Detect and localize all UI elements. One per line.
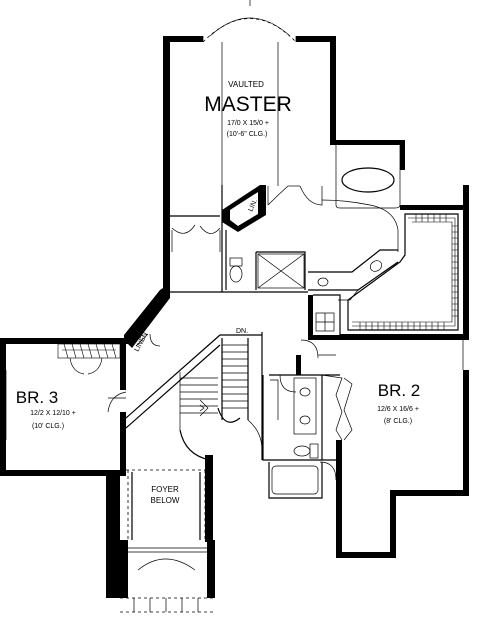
interior-walls	[170, 185, 341, 499]
foyer-label-line1: FOYER	[151, 485, 179, 494]
master-vaulted-label: VAULTED	[228, 80, 264, 89]
master-bath: LIN.	[222, 145, 401, 332]
walk-in-closet	[347, 213, 459, 331]
master-size-label: 17/0 X 15/0 +	[227, 120, 269, 127]
toilet-icon	[293, 443, 319, 459]
stair-treads	[179, 344, 248, 430]
staircase: DN.	[125, 328, 263, 461]
br3-ceiling-label: (10' CLG.)	[32, 423, 64, 430]
br2-ceiling-label: (8' CLG.)	[384, 418, 412, 425]
linen-small-label: LIN.	[247, 198, 259, 213]
br2-size-label: 12/6 X 16/6 +	[377, 406, 419, 413]
sink-icon	[299, 387, 311, 397]
sink-icon	[369, 260, 383, 272]
br2-name-label: BR. 2	[378, 381, 421, 400]
closet-shelves	[359, 214, 458, 330]
br3-name-label: BR. 3	[16, 388, 59, 407]
foyer-label-line2: BELOW	[151, 496, 180, 505]
foyer: FOYER BELOW	[120, 469, 215, 613]
br3-size-label: 12/2 X 12/10 +	[30, 410, 76, 417]
hall-bath	[270, 339, 353, 495]
master-ceiling-label: (10'-6" CLG.)	[227, 131, 268, 138]
toilet-icon	[229, 257, 243, 283]
exterior-walls	[0, 36, 469, 598]
bedroom-2: BR. 2 12/6 X 16/6 + (8' CLG.)	[319, 340, 464, 481]
stairs-down-label: DN.	[236, 328, 248, 335]
master-bedroom: VAULTED MASTER 17/0 X 15/0 + (10'-6" CLG…	[171, 0, 323, 252]
sink-icon	[299, 415, 311, 425]
bathtub-icon	[341, 167, 395, 193]
sink-icon	[317, 277, 329, 287]
shower-icon	[257, 253, 305, 289]
bedroom-3: BR. 3 12/2 X 12/10 + (10' CLG.) LINEN	[5, 331, 161, 440]
master-name-label: MASTER	[204, 93, 292, 116]
bathtub-icon	[271, 465, 319, 495]
